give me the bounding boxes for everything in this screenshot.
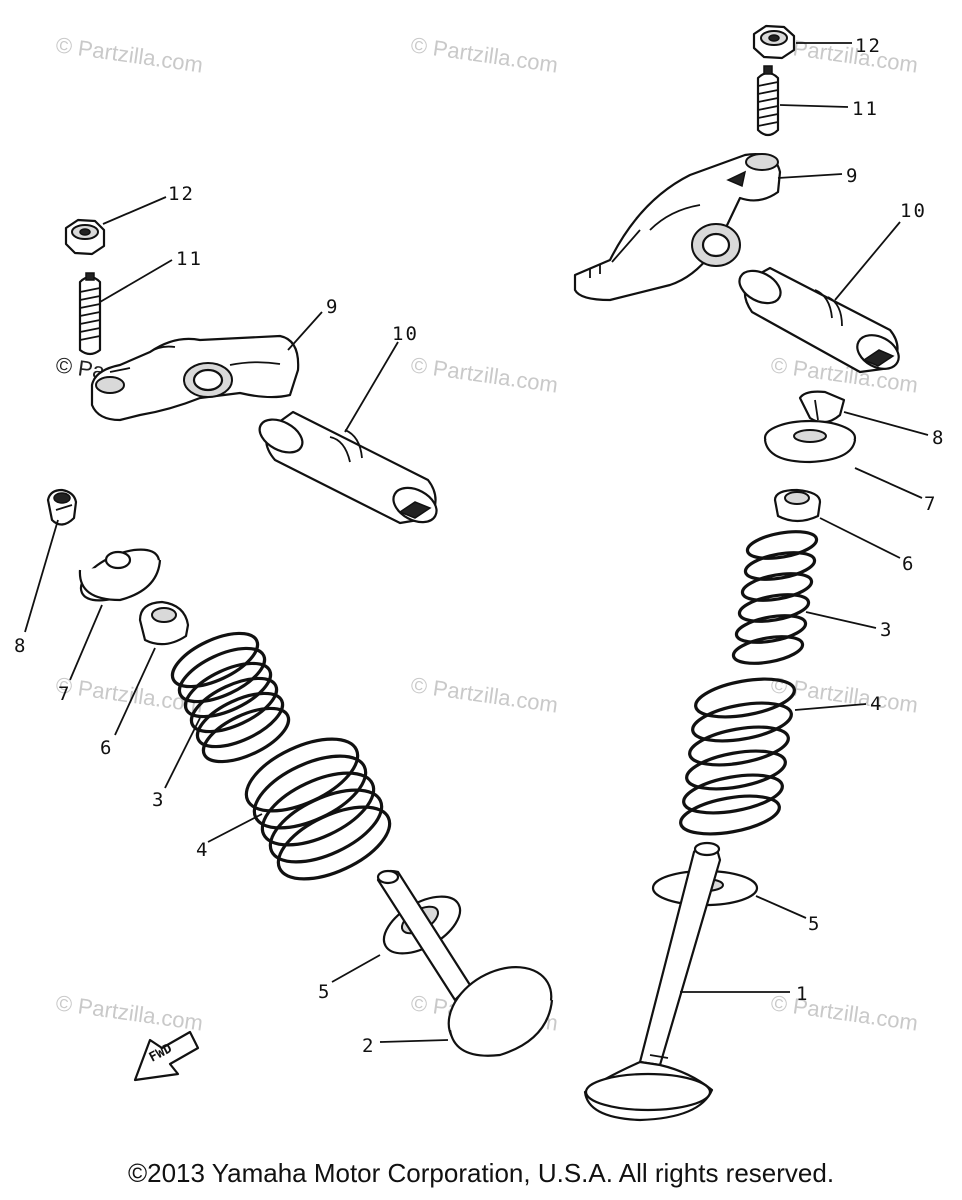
callout-10-right: 10 xyxy=(900,200,927,222)
callout-7-left: 7 xyxy=(58,683,71,705)
rocker-shaft-left xyxy=(258,410,438,525)
watermark: © Partzilla.com xyxy=(409,672,559,717)
lock-nut-left xyxy=(64,218,106,256)
leader-lines xyxy=(24,42,929,1043)
watermark: © Partzilla.com xyxy=(54,990,204,1035)
callout-10-left: 10 xyxy=(392,323,419,345)
callout-5-right: 5 xyxy=(808,913,821,935)
callout-1-right: 1 xyxy=(796,983,809,1005)
valve-collet-right xyxy=(798,390,846,424)
callout-3-right: 3 xyxy=(880,619,893,641)
inner-valve-spring-right xyxy=(731,530,819,665)
callout-5-left: 5 xyxy=(318,981,331,1003)
callout-4-right: 4 xyxy=(870,693,883,715)
copyright-notice: ©2013 Yamaha Motor Corporation, U.S.A. A… xyxy=(127,1158,835,1188)
inner-valve-spring-left xyxy=(170,631,291,764)
rocker-arm-left xyxy=(90,334,300,422)
spring-retainer-right xyxy=(763,419,857,464)
adjusting-screw-left xyxy=(78,272,102,356)
callout-11-left: 11 xyxy=(176,248,203,270)
watermark: © Partzilla.com xyxy=(769,990,919,1035)
callout-11-right: 11 xyxy=(852,98,879,120)
watermark: © Partzilla.com xyxy=(409,352,559,397)
outer-valve-spring-left xyxy=(244,737,392,881)
intake-valve-right xyxy=(583,841,722,1122)
callout-7-right: 7 xyxy=(924,493,937,515)
callout-3-left: 3 xyxy=(152,789,165,811)
callout-6-right: 6 xyxy=(902,553,915,575)
rocker-arm-right xyxy=(573,153,782,302)
watermark: © Partzilla.com xyxy=(54,32,204,77)
forward-direction-arrow: FWD xyxy=(133,1030,200,1082)
callout-12-right: 12 xyxy=(855,35,882,57)
callout-labels: 12 11 9 10 8 7 6 3 4 5 2 12 11 9 10 8 7 … xyxy=(14,35,945,1057)
callout-6-left: 6 xyxy=(100,737,113,759)
callout-9-right: 9 xyxy=(846,165,859,187)
adjusting-screw-right xyxy=(756,65,780,137)
callout-9-left: 9 xyxy=(326,296,339,318)
callout-8-right: 8 xyxy=(932,427,945,449)
callout-12-left: 12 xyxy=(168,183,195,205)
watermark: © Partzilla.com xyxy=(409,32,559,77)
callout-8-left: 8 xyxy=(14,635,27,657)
valve-collet-left xyxy=(46,488,78,526)
exhaust-valve-left xyxy=(376,869,554,1057)
callout-4-left: 4 xyxy=(196,839,209,861)
spring-retainer-left xyxy=(78,548,162,602)
lock-nut-right xyxy=(752,24,796,60)
outer-valve-spring-right xyxy=(679,677,796,836)
rocker-shaft-right xyxy=(738,266,900,374)
valve-stem-seal-left xyxy=(138,600,190,646)
valve-stem-seal-right xyxy=(773,488,822,523)
callout-2-left: 2 xyxy=(362,1035,375,1057)
